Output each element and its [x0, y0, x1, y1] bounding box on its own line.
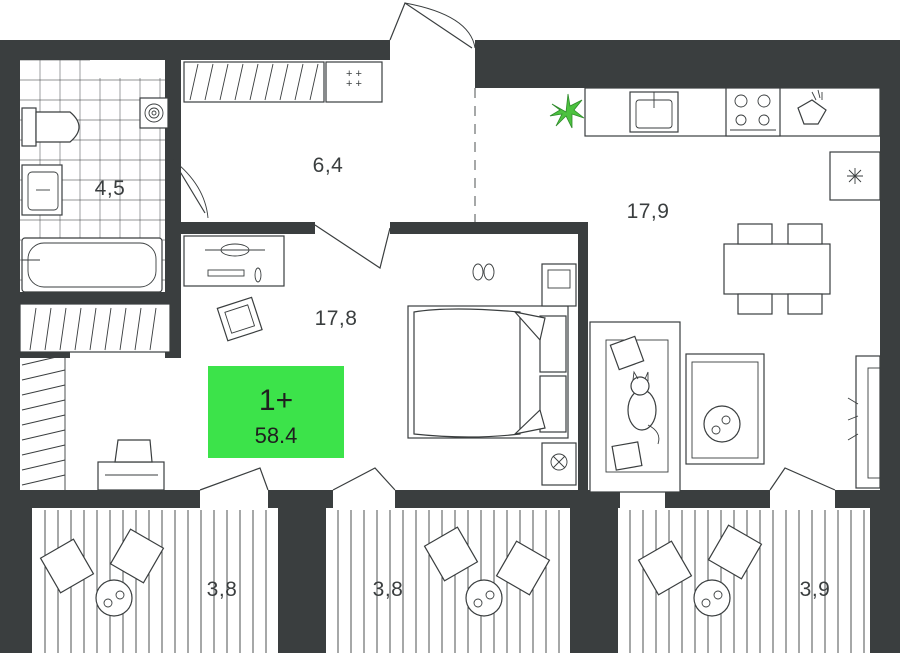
kettle-icon: [797, 89, 827, 125]
slippers-icon: [472, 263, 495, 281]
bedroom-door: [314, 224, 391, 269]
corridor-wardrobe: [19, 303, 171, 490]
bed: [407, 305, 569, 439]
walls: [0, 40, 900, 653]
hall-closet: + + + +: [183, 61, 383, 103]
toilet-icon: [21, 107, 80, 147]
apartment-type-label: 1+: [259, 384, 293, 417]
bathtub-icon: [21, 237, 163, 293]
svg-text:+ +: + +: [346, 68, 362, 80]
balcony-left: [32, 508, 278, 653]
tv-unit: [847, 355, 881, 489]
bathroom-area-label: 4,5: [95, 177, 126, 200]
bedroom-area-label: 17,8: [315, 307, 358, 330]
bathroom-door: [172, 159, 209, 219]
balcony-right-area-label: 3,9: [800, 578, 831, 601]
living-kitchen-area-label: 17,9: [627, 200, 670, 223]
svg-text:+ +: + +: [346, 78, 362, 90]
balcony-left-area-label: 3,8: [207, 578, 238, 601]
boiler-icon: [139, 97, 169, 129]
fridge-icon: [829, 151, 881, 201]
nightstand-bottom: [541, 442, 577, 486]
dining-table: [723, 223, 831, 315]
apartment-badge: 1+ 58.4: [208, 366, 344, 458]
living-rug: [685, 353, 765, 465]
hall-area-label: 6,4: [313, 154, 344, 177]
entrance-door: [389, 2, 476, 222]
cat-icon: [627, 370, 660, 445]
plant-icon: [549, 93, 585, 129]
bathroom-sink-icon: [21, 164, 63, 216]
printer-icon: [97, 439, 165, 491]
balcony-right: [618, 508, 870, 653]
bedroom-chair-icon: [216, 296, 263, 342]
apartment-total-area-label: 58.4: [255, 423, 298, 448]
balcony-doors: [199, 467, 836, 491]
bedroom-desk: [183, 235, 285, 287]
nightstand-top: [541, 263, 577, 307]
balcony-middle-area-label: 3,8: [373, 578, 404, 601]
balcony-middle: [326, 508, 570, 653]
kitchen-counter: [584, 87, 881, 137]
